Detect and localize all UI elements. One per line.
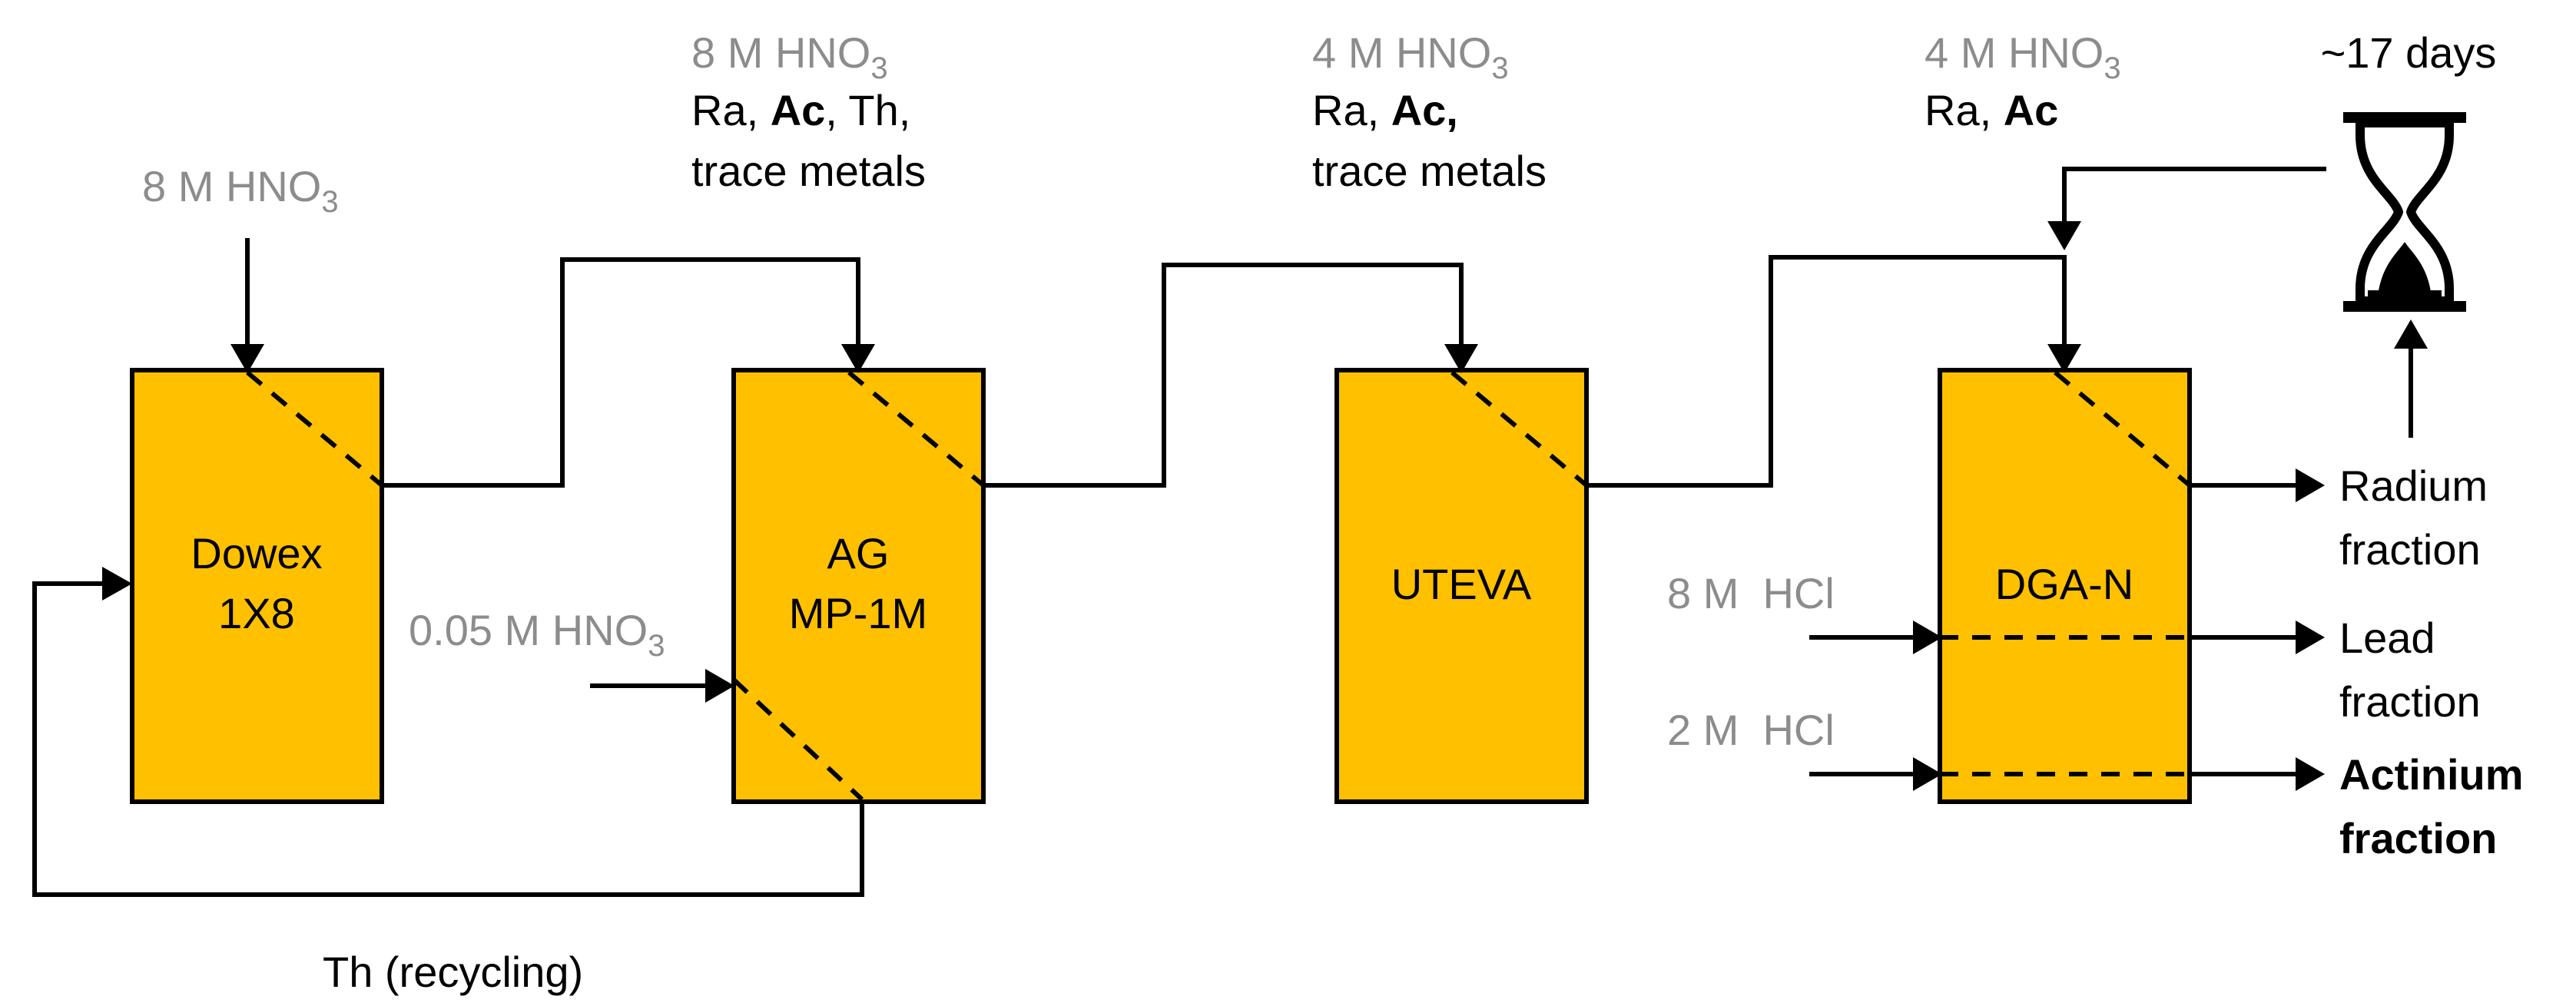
arrowheads — [102, 221, 2428, 791]
dowex-feed-acid: 8 M HNO3 — [142, 162, 339, 219]
column-dashed-lines — [246, 370, 2191, 802]
dga-feed-species: Ra, Ac — [1925, 86, 2058, 134]
column-ag-label-2: MP-1M — [789, 589, 927, 637]
hcl-2m-label: 2 M HCl — [1667, 706, 1835, 754]
lead-fraction-label-1: Lead — [2339, 614, 2435, 662]
ag-feed-species: Ra, Ac, Th, — [691, 86, 910, 134]
ag-feed-trace-metals: trace metals — [691, 147, 926, 195]
column-ag-label-1: AG — [827, 529, 890, 577]
column-dowex-label-1: Dowex — [191, 529, 322, 577]
column-dga-n: DGA-N — [1938, 368, 2192, 804]
hcl-8m-label: 8 M HCl — [1667, 569, 1835, 617]
th-recycling-label: Th (recycling) — [323, 948, 583, 996]
flow-lines — [32, 167, 2413, 897]
uteva-feed-species: Ra, Ac, — [1312, 86, 1458, 134]
column-dga-label: DGA-N — [1995, 560, 2133, 608]
dga-feed-acid: 4 M HNO3 — [1925, 28, 2121, 85]
column-dowex-label-2: 1X8 — [218, 589, 295, 637]
column-dowex: Dowex 1X8 — [130, 368, 384, 804]
lead-fraction-label-2: fraction — [2339, 677, 2481, 726]
radium-fraction-label-2: fraction — [2339, 525, 2481, 574]
ag-strip-acid: 0.05 M HNO3 — [409, 606, 665, 663]
radium-fraction-label-1: Radium — [2339, 462, 2488, 510]
actinium-fraction-label-1: Actinium — [2339, 750, 2524, 799]
column-ag-mp-1m: AG MP-1M — [731, 368, 986, 804]
column-uteva: UTEVA — [1334, 368, 1589, 804]
hourglass-icon — [2343, 112, 2466, 312]
ag-feed-acid: 8 M HNO3 — [691, 28, 888, 85]
column-uteva-label: UTEVA — [1391, 560, 1532, 608]
decay-time-label: ~17 days — [2321, 28, 2497, 77]
actinium-fraction-label-2: fraction — [2339, 814, 2497, 862]
uteva-feed-trace-metals: trace metals — [1312, 147, 1547, 195]
uteva-feed-acid: 4 M HNO3 — [1312, 28, 1509, 85]
